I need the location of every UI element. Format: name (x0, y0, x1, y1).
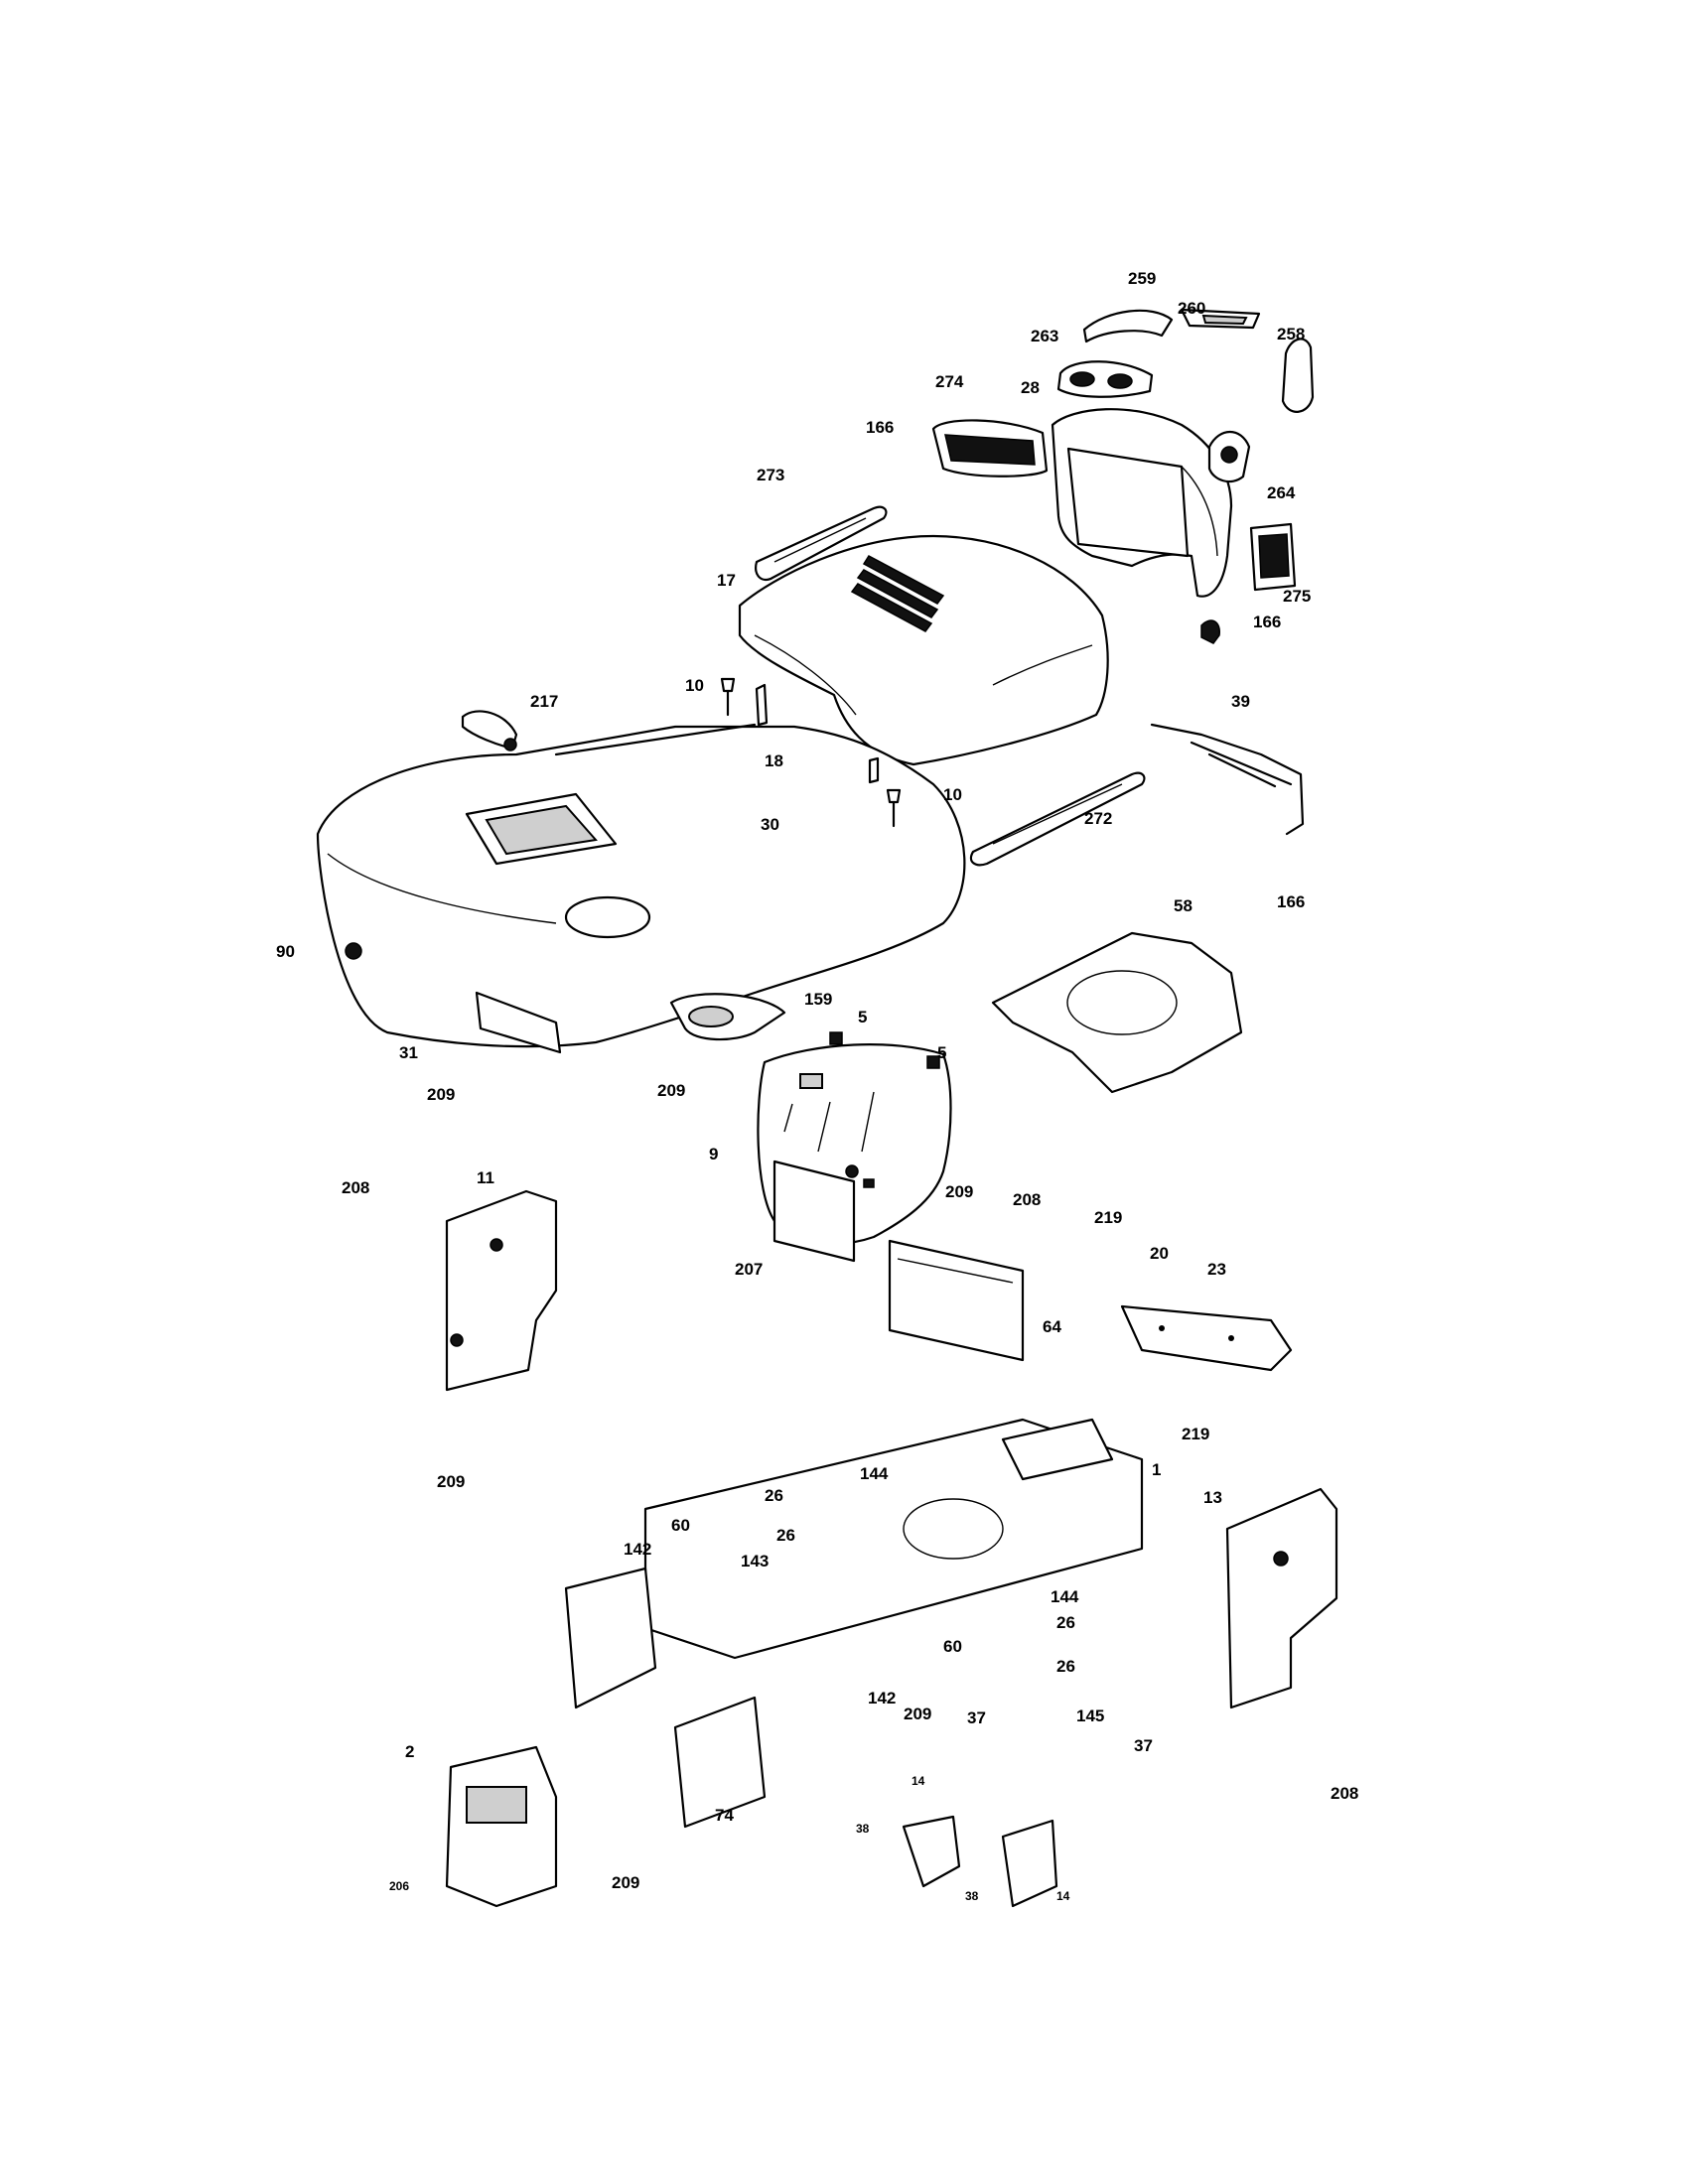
callout-28: 28 (1021, 378, 1040, 397)
callout-143: 143 (741, 1552, 769, 1570)
callout-274: 274 (935, 372, 964, 391)
callout-5: 5 (937, 1043, 946, 1062)
callout-1: 1 (1152, 1460, 1161, 1479)
callout-219: 219 (1182, 1425, 1209, 1443)
part-1-main-frame (643, 1418, 1144, 1660)
part-28-hood-front (1051, 408, 1233, 644)
part-5-nut (829, 1031, 940, 1069)
part-13-side-panel (1225, 1487, 1338, 1709)
callout-26: 26 (765, 1486, 783, 1505)
part-38-pivot-bracket (902, 1815, 1058, 1908)
part-31-bracket (475, 991, 562, 1054)
callout-9: 9 (709, 1145, 718, 1163)
callout-208: 208 (1331, 1784, 1358, 1803)
callout-60: 60 (943, 1637, 962, 1656)
callout-259: 259 (1128, 269, 1156, 288)
callout-5: 5 (858, 1008, 867, 1026)
callout-166: 166 (1253, 613, 1281, 631)
callout-10: 10 (685, 676, 704, 695)
callout-264: 264 (1267, 483, 1296, 502)
callout-206: 206 (389, 1879, 409, 1893)
callout-217: 217 (530, 692, 558, 711)
callout-159: 159 (804, 990, 832, 1009)
callout-272: 272 (1084, 809, 1112, 828)
callout-208: 208 (1013, 1190, 1041, 1209)
callout-258: 258 (1277, 325, 1305, 343)
callout-26: 26 (1056, 1613, 1075, 1632)
part-30-fender-deck (316, 723, 966, 1048)
callout-263: 263 (1031, 327, 1058, 345)
part-39-bracket (1150, 723, 1305, 836)
callout-209: 209 (437, 1472, 465, 1491)
callout-20: 20 (1150, 1244, 1169, 1263)
callout-10: 10 (943, 785, 962, 804)
callout-207: 207 (735, 1260, 763, 1279)
part-20-mount-plate (1120, 1304, 1293, 1372)
callout-58: 58 (1174, 896, 1193, 915)
part-17-hood (738, 534, 1109, 766)
callout-90: 90 (276, 942, 295, 961)
callout-209: 209 (657, 1081, 685, 1100)
callout-209: 209 (612, 1873, 639, 1892)
part-273-side-trim (755, 505, 888, 582)
part-260-lens (1180, 308, 1261, 330)
part-274-grille (931, 419, 1049, 478)
callout-13: 13 (1203, 1488, 1222, 1507)
callout-64: 64 (1043, 1317, 1061, 1336)
part-272-trim-strip (969, 771, 1146, 867)
part-90-bumper (345, 942, 362, 960)
part-18-clip (755, 683, 880, 784)
part-2-front-bracket (445, 1745, 558, 1908)
callout-38: 38 (965, 1889, 979, 1903)
callout-38: 38 (856, 1822, 870, 1836)
part-58-footrest-plate (991, 931, 1243, 1094)
callout-39: 39 (1231, 692, 1250, 711)
callout-275: 275 (1283, 587, 1311, 606)
callout-26: 26 (776, 1526, 795, 1545)
callout-60: 60 (671, 1516, 690, 1535)
callout-17: 17 (717, 571, 736, 590)
part-217-seat-lever (461, 710, 518, 751)
callout-273: 273 (757, 466, 784, 484)
callout-74: 74 (715, 1806, 734, 1825)
callout-219: 219 (1094, 1208, 1122, 1227)
part-258-end-cap (1281, 338, 1315, 413)
part-263-gauge-housing (1056, 360, 1154, 398)
callout-260: 260 (1178, 299, 1205, 318)
part-275-side-vent (1249, 522, 1297, 592)
callout-144: 144 (1051, 1587, 1079, 1606)
part-9-dash-panel (757, 1043, 952, 1263)
callout-142: 142 (868, 1689, 896, 1707)
callout-14: 14 (912, 1774, 925, 1788)
part-11-side-panel (445, 1189, 558, 1392)
callout-209: 209 (427, 1085, 455, 1104)
callout-14: 14 (1056, 1889, 1070, 1903)
callout-166: 166 (1277, 892, 1305, 911)
part-264-headlight (1207, 431, 1251, 483)
part-142-axle-bracket (564, 1567, 767, 1829)
part-10-bolt (720, 677, 902, 828)
callout-37: 37 (1134, 1736, 1153, 1755)
callout-2: 2 (405, 1742, 414, 1761)
callout-209: 209 (945, 1182, 973, 1201)
callout-209: 209 (904, 1705, 931, 1723)
callout-31: 31 (399, 1043, 418, 1062)
callout-11: 11 (477, 1168, 494, 1187)
callout-144: 144 (860, 1464, 889, 1483)
part-159-cup-holder (669, 993, 786, 1041)
callout-23: 23 (1207, 1260, 1226, 1279)
callout-37: 37 (967, 1708, 986, 1727)
callout-26: 26 (1056, 1657, 1075, 1676)
callout-18: 18 (765, 751, 783, 770)
callout-30: 30 (761, 815, 779, 834)
callout-145: 145 (1076, 1706, 1104, 1725)
callout-166: 166 (866, 418, 894, 437)
part-64-battery-box (888, 1239, 1025, 1362)
callout-208: 208 (342, 1178, 369, 1197)
part-259-top-cover (1082, 309, 1174, 343)
callout-142: 142 (624, 1540, 651, 1559)
